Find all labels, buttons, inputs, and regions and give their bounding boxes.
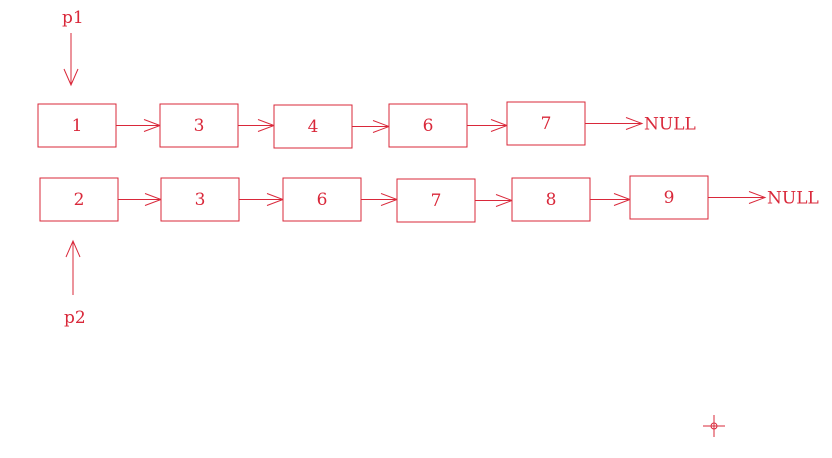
list1-node-value: 3 [194,116,205,136]
list2-node-value: 9 [664,188,675,208]
list2-node-box [39,177,119,222]
list1-nodes: 1 3 4 6 7 NULL [37,101,696,149]
list1-node-box [37,103,117,148]
list1-node-value: 6 [423,116,434,136]
list2-nodes: 2 3 6 7 8 9 NULL [39,175,819,223]
list1-null-arrow-head [625,117,644,130]
list2-node-value: 6 [317,190,328,210]
list1-pointer-arrowhead [63,68,79,87]
list2-node-value: 7 [431,191,442,211]
list2-pointer: p2 [64,239,86,328]
list2-null-label: NULL [767,189,819,209]
list1-node-box [159,103,239,148]
list2-node-box [511,177,591,222]
list2-pointer-arrowhead [65,239,81,258]
crosshair-cursor-icon [703,415,725,437]
list1-pointer-label: p1 [62,8,84,28]
list2-node-box [282,177,362,222]
list2-null-arrow-head [748,191,767,204]
list1-pointer: p1 [62,8,84,87]
list2-node-value: 8 [546,190,557,210]
list1-node-value: 1 [72,116,83,136]
list1-node-value: 4 [308,117,319,137]
list1-null-label: NULL [644,115,696,135]
list2-node-value: 2 [74,190,85,210]
list2-node-box [160,177,240,222]
list1-node-box [506,101,586,146]
list2-pointer-label: p2 [64,308,86,328]
list2-node-value: 3 [195,190,206,210]
list1-node-value: 7 [541,114,552,134]
